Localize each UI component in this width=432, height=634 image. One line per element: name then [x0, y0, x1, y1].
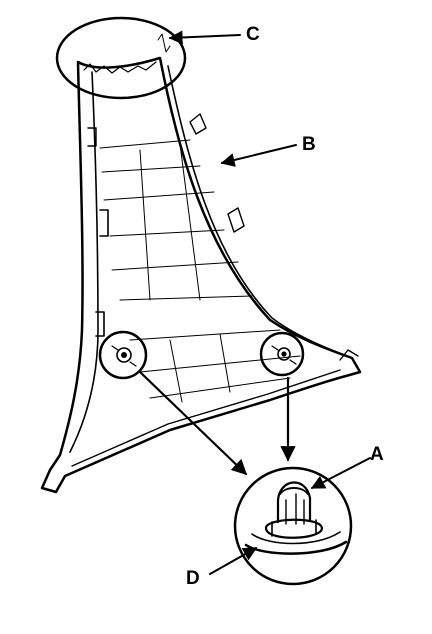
arrow-left-clip-to-detail [138, 370, 248, 476]
leader-d [209, 547, 258, 575]
clip-detail-view [233, 466, 353, 586]
callout-a: A [370, 444, 384, 465]
clip-location-right [259, 331, 305, 377]
callout-c: C [246, 24, 260, 45]
clip-location-left [98, 330, 148, 380]
callout-d: D [186, 568, 200, 589]
leader-c [168, 30, 241, 45]
callout-b: B [302, 134, 316, 155]
pillar-trim-panel [40, 33, 362, 494]
top-edge-highlight-circle [55, 16, 187, 100]
leader-a [310, 457, 371, 489]
leader-b [220, 144, 297, 167]
